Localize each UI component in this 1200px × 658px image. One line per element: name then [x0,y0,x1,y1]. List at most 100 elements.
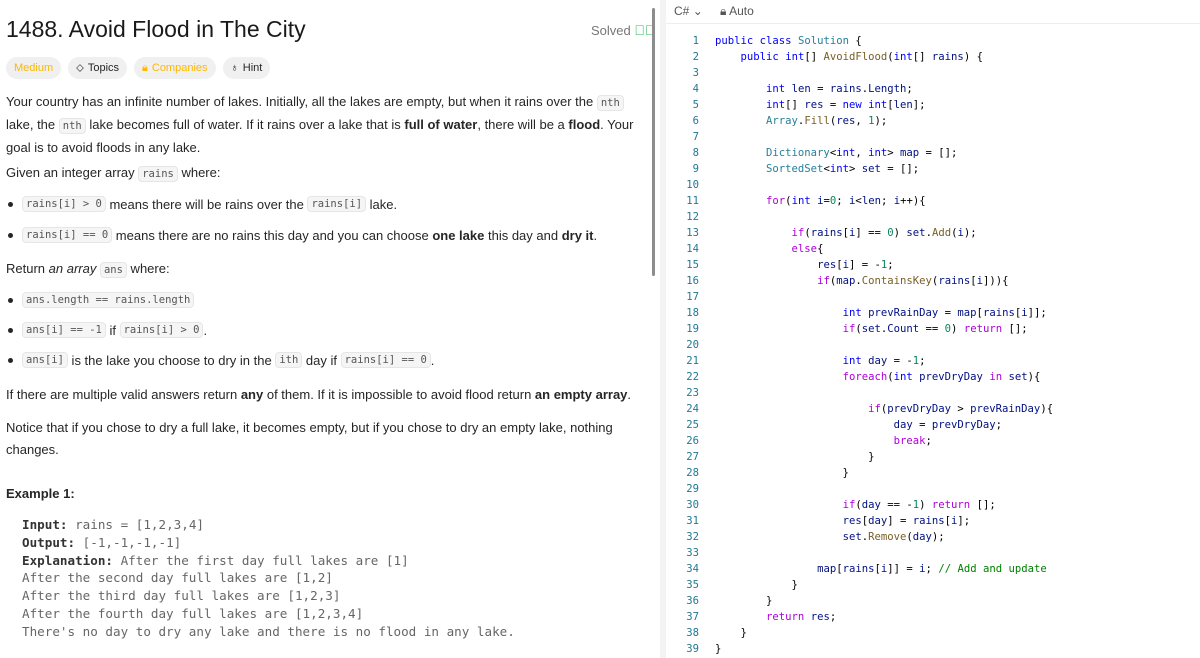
code-token: . [861,83,869,95]
code-token: . [855,275,862,287]
code-token: ( [887,371,894,383]
line-number: 7 [692,131,699,143]
code-line[interactable]: 35 } [666,577,1200,593]
description-paragraph: Given an integer array rains where: [6,165,221,182]
code-line[interactable]: 7 [666,129,1200,145]
code-line[interactable]: 12 [666,209,1200,225]
code-token: prevDryDay [931,419,996,431]
code-line[interactable]: 34 map[rains[i]] = i; // Add and update [666,561,1200,577]
code-line[interactable]: 24 if(prevDryDay > prevRainDay){ [666,401,1200,417]
chevron-down-icon: ⌄ [692,4,703,18]
code-line[interactable]: 25 day = prevDryDay; [666,417,1200,433]
code-token [715,307,843,319]
language-selector[interactable]: C# ⌄ [674,4,703,18]
line-number: 33 [686,547,699,559]
code-token: i [957,227,964,239]
hint-button[interactable]: ♁Hint [222,57,271,79]
code-line[interactable]: 20 [666,337,1200,353]
code-token: i [849,195,856,207]
code-line[interactable]: 2 public int[] AvoidFlood(int[] rains) { [666,49,1200,65]
code-line[interactable]: 27 } [666,449,1200,465]
code-token: map [817,563,837,575]
code-token: [] [804,51,824,63]
code-token: len [893,99,913,111]
code-text: } [715,577,798,593]
panel-resize-handle[interactable] [660,0,666,658]
description-scrollbar[interactable] [652,8,655,276]
code-line[interactable]: 36 } [666,593,1200,609]
code-token: SortedSet [766,163,824,175]
difficulty-badge[interactable]: Medium [6,57,62,79]
code-token: [] [785,99,805,111]
code-token: i [842,259,849,271]
code-token: ; [925,435,932,447]
code-token: Dictionary [766,147,830,159]
code-token: int [766,83,786,95]
code-line[interactable]: 22 foreach(int prevDryDay in set){ [666,369,1200,385]
code-text: for(int i=0; i<len; i++){ [715,193,926,209]
code-token: > [848,163,862,175]
companies-button[interactable]: 🔒︎Companies [134,57,216,79]
code-line[interactable]: 23 [666,385,1200,401]
code-token: int [893,371,913,383]
code-token: Count [887,323,920,335]
topics-button[interactable]: ⬦Topics [68,57,128,79]
code-token: [ [861,515,869,527]
code-token: res [817,259,837,271]
code-line[interactable]: 17 [666,289,1200,305]
code-token [715,531,843,543]
code-token [715,323,843,335]
code-token: ; [887,259,894,271]
code-line[interactable]: 19 if(set.Count == 0) return []; [666,321,1200,337]
code-line[interactable]: 26 break; [666,433,1200,449]
code-line[interactable]: 18 int prevRainDay = map[rains[i]]; [666,305,1200,321]
code-line[interactable]: 30 if(day == -1) return []; [666,497,1200,513]
line-number: 11 [686,195,699,207]
code-token [715,435,894,447]
code-line[interactable]: 31 res[day] = rains[i]; [666,513,1200,529]
code-line[interactable]: 4 int len = rains.Length; [666,81,1200,97]
code-text: int day = -1; [715,353,926,369]
code-line[interactable]: 37 return res; [666,609,1200,625]
code-line[interactable]: 16 if(map.ContainsKey(rains[i])){ [666,273,1200,289]
code-line[interactable]: 6 Array.Fill(res, 1); [666,113,1200,129]
code-line[interactable]: 33 [666,545,1200,561]
code-line[interactable]: 15 res[i] = -1; [666,257,1200,273]
code-token: ); [963,227,977,239]
line-number: 12 [686,211,699,223]
line-number: 35 [686,579,699,591]
code-token: = - [887,355,913,367]
code-token: [ [887,99,894,111]
code-line[interactable]: 32 set.Remove(day); [666,529,1200,545]
code-line[interactable]: 14 else{ [666,241,1200,257]
code-token: < [823,163,830,175]
code-line[interactable]: 39} [666,641,1200,657]
line-number: 27 [686,451,699,463]
code-token: . [861,531,869,543]
code-text: Array.Fill(res, 1); [715,113,887,129]
code-token [715,403,868,415]
code-token: Remove [868,531,907,543]
code-token: rains [912,515,945,527]
code-token [715,563,817,575]
code-line[interactable]: 29 [666,481,1200,497]
code-line[interactable]: 3 [666,65,1200,81]
code-line[interactable]: 21 int day = -1; [666,353,1200,369]
code-line[interactable]: 9 SortedSet<int> set = []; [666,161,1200,177]
code-line[interactable]: 11 for(int i=0; i<len; i++){ [666,193,1200,209]
code-line[interactable]: 5 int[] res = new int[len]; [666,97,1200,113]
code-token: for [766,195,786,207]
code-line[interactable]: 10 [666,177,1200,193]
code-line[interactable]: 38 } [666,625,1200,641]
code-line[interactable]: 13 if(rains[i] == 0) set.Add(i); [666,225,1200,241]
check-circle-icon: ✓⃝ [634,22,656,38]
code-line[interactable]: 8 Dictionary<int, int> map = []; [666,145,1200,161]
code-token: prevDryDay [919,371,983,383]
auto-mode[interactable]: 🔒︎ Auto [720,4,754,18]
code-line[interactable]: 28 } [666,465,1200,481]
editor-toolbar: C# ⌄ 🔒︎ Auto [666,0,1200,24]
code-token: == [919,323,945,335]
line-number: 18 [686,307,699,319]
